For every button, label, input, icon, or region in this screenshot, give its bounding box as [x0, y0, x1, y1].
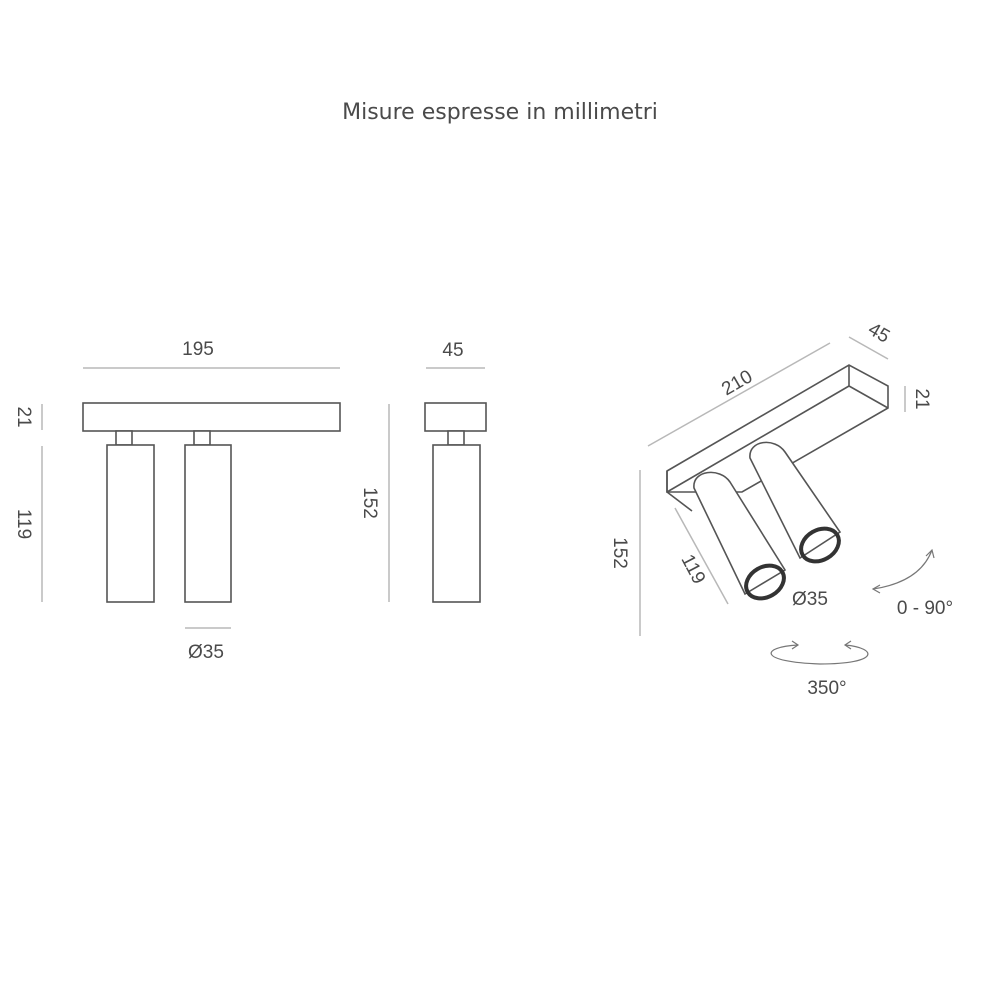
- side-view: 45 152: [359, 340, 487, 603]
- side-spot-tube: [432, 444, 481, 603]
- iso-diameter-label: Ø35: [792, 589, 828, 610]
- iso-length-dimension-line: [647, 342, 831, 447]
- total-height-label: 152: [359, 487, 380, 519]
- diagram-title: Misure espresse in millimetri: [342, 100, 658, 125]
- iso-bar-bottom-edge: [666, 385, 850, 493]
- iso-spot-tube-right: [749, 441, 842, 564]
- rotation-arrow-icon: [770, 644, 869, 665]
- tilt-arrowhead-icon-2: [871, 584, 881, 594]
- tilt-arrowhead-icon: [925, 548, 935, 559]
- joint-right: [193, 430, 211, 446]
- iso-depth-dimension-line: [848, 336, 889, 360]
- iso-tube-length-dimension-line: [674, 507, 729, 605]
- front-view: 195 21 119 Ø35: [13, 339, 341, 663]
- depth-label: 45: [442, 340, 463, 361]
- iso-lens-ring-left: [744, 563, 786, 601]
- joint-left: [115, 430, 133, 446]
- iso-spot-tube-left: [693, 471, 787, 601]
- iso-tube-length-label: 119: [676, 551, 709, 588]
- tilt-range-label: 0 - 90°: [897, 598, 953, 619]
- side-mounting-bar: [424, 402, 487, 432]
- spot-tube-right: [184, 444, 232, 603]
- mounting-bar: [82, 402, 341, 432]
- bar-height-label: 21: [13, 406, 34, 427]
- iso-total-height-label: 152: [609, 537, 630, 569]
- rotation-range-label: 350°: [807, 678, 846, 699]
- iso-depth-label: 45: [864, 319, 893, 348]
- tilt-arrow-icon: [872, 549, 933, 590]
- iso-lens-ring-right: [799, 526, 841, 564]
- diameter-label: Ø35: [188, 642, 224, 663]
- side-joint: [447, 430, 465, 446]
- spot-tube-left: [106, 444, 155, 603]
- iso-length-label: 210: [718, 366, 756, 400]
- rotation-arrowhead-icon-2: [843, 640, 852, 650]
- iso-view: 210 45 21 152 119 Ø35 0 - 90°: [609, 319, 953, 699]
- tube-length-label: 119: [13, 509, 34, 539]
- width-label: 195: [182, 339, 214, 360]
- iso-bar-height-label: 21: [911, 388, 932, 409]
- rotation-arrowhead-icon: [791, 640, 800, 650]
